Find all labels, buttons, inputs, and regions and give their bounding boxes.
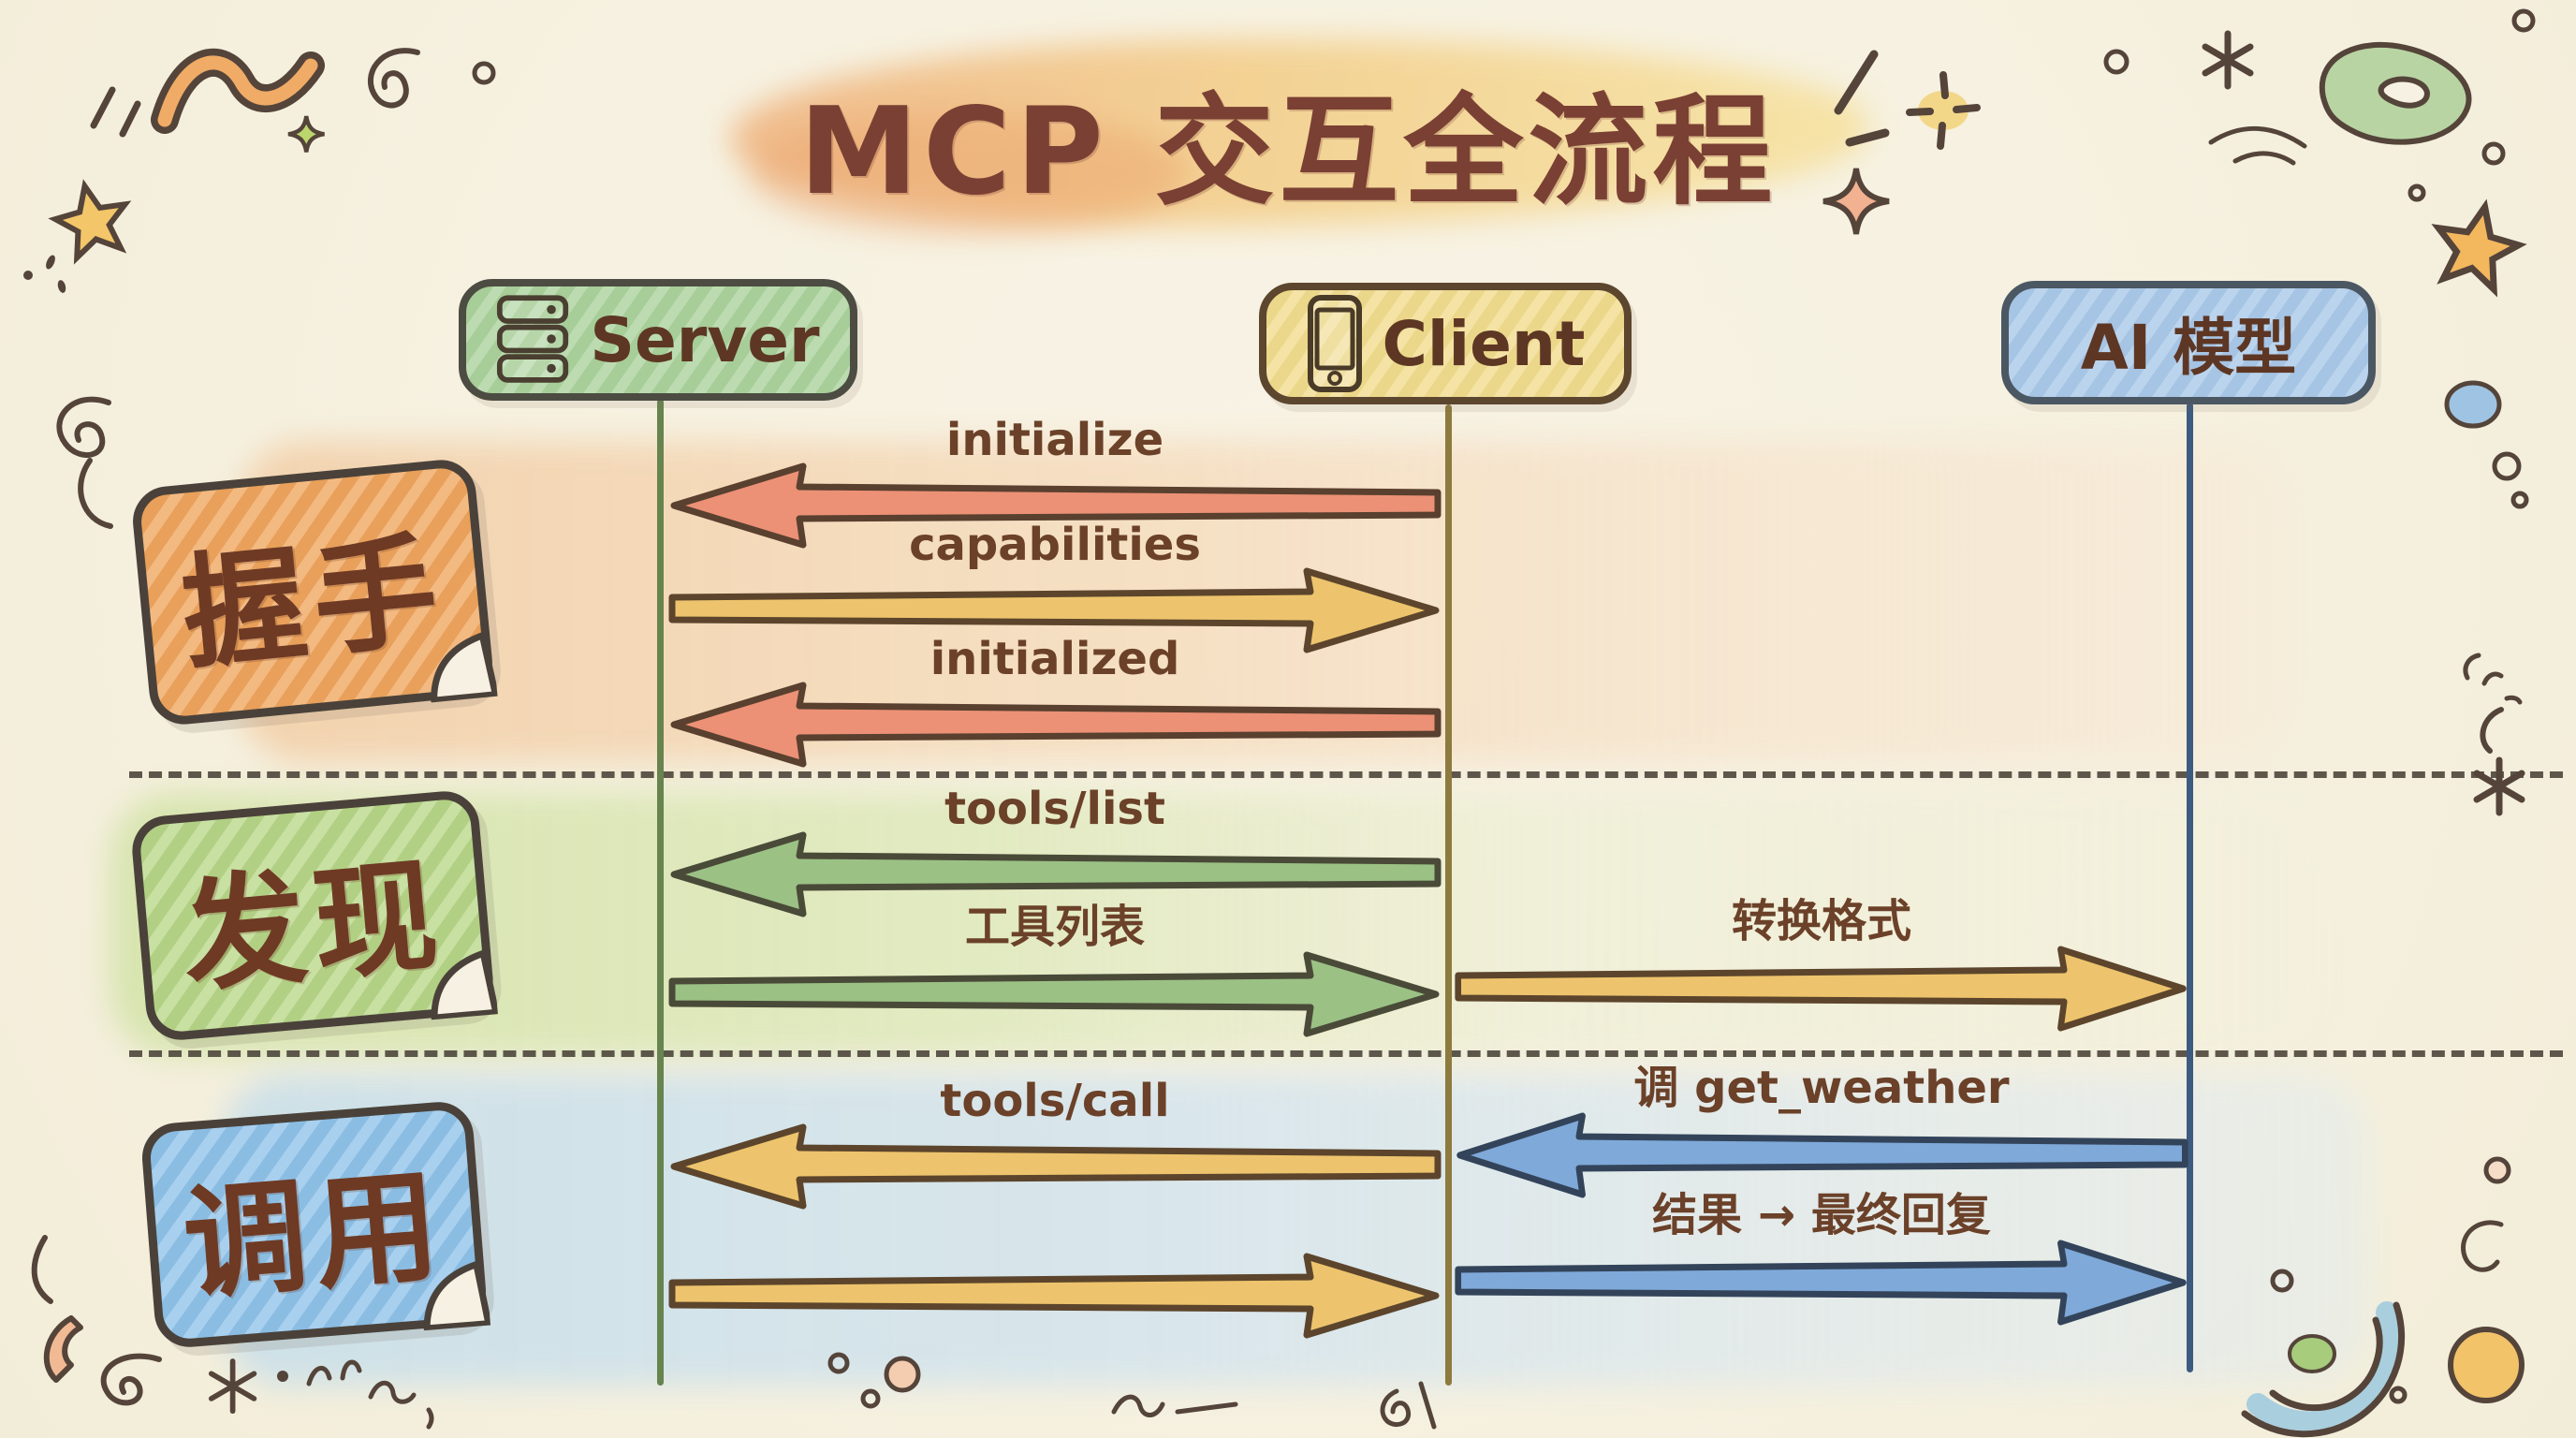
- message-tool-list: 工具列表: [666, 901, 1443, 1039]
- arrow-right-icon: [1455, 1240, 2187, 1326]
- phase-label: 发现: [176, 843, 451, 1010]
- arrow-left-icon: [670, 1123, 1442, 1210]
- phase-divider: [129, 771, 2563, 778]
- message-label: 工具列表: [964, 901, 1145, 953]
- server-lifeline: [657, 399, 664, 1386]
- spiral-doodle-icon: [56, 396, 113, 529]
- phase-label: 调用: [178, 1152, 452, 1318]
- message-initialize: initialize: [666, 414, 1443, 550]
- green-blob-icon: [2288, 1334, 2336, 1373]
- doodles-top-left: [23, 48, 496, 529]
- message-label: 调 get_weather: [1633, 1062, 2010, 1114]
- message-label: initialize: [945, 414, 1164, 466]
- doodles-bottom-right: [2241, 1156, 2525, 1438]
- orange-circle-icon: [2448, 1327, 2525, 1403]
- yellow-star-icon: [50, 179, 134, 260]
- arrow-right-icon: [668, 1253, 1440, 1339]
- arrow-right-icon: [668, 951, 1440, 1037]
- actor-label: Server: [590, 303, 820, 376]
- doodles-right-edge: [2444, 380, 2529, 813]
- message-capabilities: capabilities: [666, 519, 1443, 655]
- green-bean-icon: [2319, 41, 2472, 145]
- phase-label: 握手: [176, 518, 451, 688]
- asterisk-icon: [212, 1361, 255, 1411]
- actor-label: AI 模型: [2080, 312, 2297, 384]
- arrow-left-icon: [670, 682, 1442, 768]
- plus-sparkle-icon: [1906, 71, 1981, 150]
- loop-doodle-icon: [2461, 1220, 2504, 1272]
- peach-crescent-icon: [43, 1315, 83, 1383]
- blue-dot-icon: [2444, 380, 2502, 429]
- message-label: 结果 → 最终回复: [1652, 1189, 1991, 1241]
- message-tools-list: tools/list: [666, 783, 1443, 919]
- message-label: initialized: [929, 633, 1180, 685]
- message-initialized: initialized: [666, 633, 1443, 770]
- page-title: MCP 交互全流程: [798, 82, 1778, 222]
- message-label: capabilities: [909, 519, 1201, 571]
- page-curl-icon: [423, 1261, 491, 1331]
- arrow-left-icon: [1456, 1112, 2188, 1198]
- actor-ai-model: AI 模型: [2001, 281, 2376, 404]
- orange-squiggle-icon: [151, 49, 325, 134]
- doodles-top-right: [1823, 8, 2536, 292]
- smartphone-icon: [1307, 295, 1362, 392]
- server-stack-icon: [497, 295, 569, 383]
- message-label: tools/list: [944, 783, 1165, 835]
- orange-star-icon: [2428, 198, 2525, 292]
- actor-client: Client: [1259, 283, 1632, 404]
- message-tools-call: tools/call: [666, 1075, 1443, 1211]
- phase-note-call: 调用: [139, 1099, 491, 1350]
- message-result-final-reply: 结果 → 最终回复: [1453, 1189, 2190, 1328]
- arrow-left-icon: [670, 831, 1442, 917]
- message-result: [666, 1251, 1443, 1341]
- phase-note-discovery: 发现: [129, 788, 498, 1043]
- crescent-icon: [2480, 707, 2504, 754]
- message-call-get-weather: 调 get_weather: [1453, 1062, 2190, 1200]
- arrow-right-icon: [668, 567, 1440, 653]
- message-label: 转换格式: [1731, 895, 1911, 947]
- arrow-left-icon: [670, 462, 1442, 549]
- client-lifeline: [1445, 404, 1452, 1386]
- rainbow-arc-icon: [2241, 1301, 2406, 1438]
- spiral-doodle-icon: [100, 1353, 162, 1406]
- peach-circle-icon: [2483, 1156, 2511, 1184]
- arrow-right-icon: [1455, 946, 2187, 1032]
- asterisk-icon: [2477, 760, 2522, 813]
- ai-model-lifeline: [2187, 403, 2193, 1372]
- page-curl-icon: [431, 632, 498, 703]
- pink-sparkle-icon: [1823, 169, 1889, 234]
- page-curl-icon: [431, 949, 498, 1020]
- phase-note-handshake: 握手: [129, 456, 498, 728]
- phase-divider: [129, 1050, 2563, 1057]
- green-sparkle-icon: [288, 116, 325, 153]
- asterisk-icon: [2205, 34, 2250, 86]
- actor-label: Client: [1382, 307, 1586, 380]
- doodles-bottom-center: [827, 1352, 1437, 1430]
- actor-server: Server: [459, 279, 857, 401]
- message-label: tools/call: [940, 1075, 1170, 1127]
- message-convert-format: 转换格式: [1453, 895, 2190, 1034]
- loop-doodle-icon: [368, 48, 420, 109]
- peach-dot-icon: [884, 1356, 921, 1393]
